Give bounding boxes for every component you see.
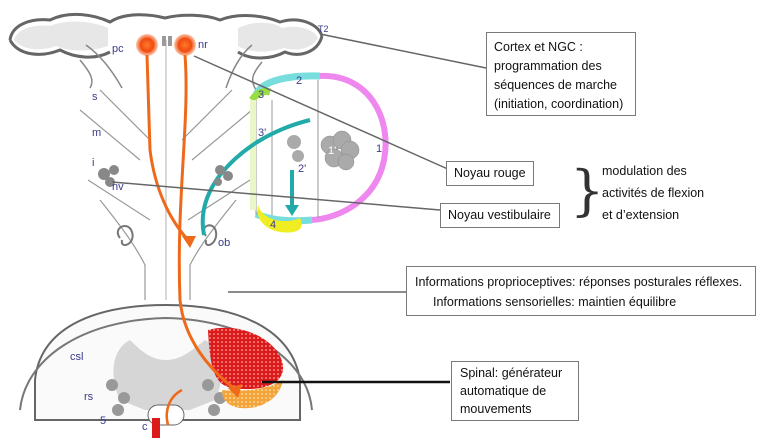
label-path-4: 4 xyxy=(270,219,276,231)
red-ventral-spot xyxy=(152,418,160,438)
nr-nucleus xyxy=(174,34,196,56)
cortex-inner-folds xyxy=(79,44,263,91)
modulation-line-2: activités de flexion xyxy=(602,186,705,200)
brainstem-lines xyxy=(79,89,253,300)
label-csl: csl xyxy=(70,351,83,363)
orange-path-branch-lower xyxy=(165,388,183,426)
label-path-1p: 1' xyxy=(328,145,336,157)
label-path-3p: 3' xyxy=(258,127,266,139)
informations-line-1: Informations proprioceptives: réponses p… xyxy=(415,275,743,289)
label-s: s xyxy=(92,91,98,103)
green-column xyxy=(250,100,256,210)
label-nr: nr xyxy=(198,39,208,51)
cortex-line-1: Cortex et NGC : xyxy=(494,40,583,54)
callout-informations: Informations proprioceptives: réponses p… xyxy=(406,266,756,316)
cortex-line-3: séquences de marche xyxy=(494,78,617,92)
green-pathway-3 xyxy=(249,88,271,103)
pc-nucleus xyxy=(136,34,158,56)
modulation-text: modulation des activités de flexion et d… xyxy=(602,160,704,226)
label-nv: nv xyxy=(112,181,124,193)
informations-line-2: Informations sensorielles: maintien équi… xyxy=(433,295,677,309)
label-path-3: 3 xyxy=(258,89,264,101)
label-path-2: 2 xyxy=(296,75,302,87)
callout-spinal: Spinal: générateur automatique de mouvem… xyxy=(451,361,579,421)
cortex-outline xyxy=(8,12,324,60)
label-rs: rs xyxy=(84,391,94,403)
red-lateral-area xyxy=(208,327,284,390)
label-pc: pc xyxy=(112,43,124,55)
spinal-line-1: Spinal: générateur xyxy=(460,366,563,380)
orange-path-branch xyxy=(145,54,190,242)
callout-noyau-vestibulaire: Noyau vestibulaire xyxy=(440,203,560,228)
brace-icon: } xyxy=(570,159,605,222)
label-m: m xyxy=(92,127,101,139)
noyau-rouge-text: Noyau rouge xyxy=(454,166,526,180)
label-t2: T2 xyxy=(318,24,329,34)
spinal-line-3: mouvements xyxy=(460,402,532,416)
orange-arrow-upper xyxy=(182,236,196,248)
callout-cortex: Cortex et NGC : programmation des séquen… xyxy=(486,32,636,116)
orange-path-main xyxy=(177,54,237,392)
pink-pathway-1 xyxy=(311,72,389,223)
label-ob: ob xyxy=(218,237,230,249)
cortex-line-4: (initiation, coordination) xyxy=(494,97,624,111)
label-5: 5 xyxy=(100,415,106,427)
label-path-2p: 2' xyxy=(298,163,306,175)
cortex-line-2: programmation des xyxy=(494,59,602,73)
grey-nucleus-1p xyxy=(320,130,360,171)
small-grey-nuclei xyxy=(162,36,172,46)
label-i: i xyxy=(92,157,94,169)
orange-arrow-lower xyxy=(228,384,242,398)
cortex-fill xyxy=(14,21,318,52)
spinal-line-2: automatique de xyxy=(460,384,547,398)
vestibular-nucleus xyxy=(98,165,233,187)
teal-arrow xyxy=(285,205,299,216)
connector-lines xyxy=(111,33,487,293)
modulation-line-1: modulation des xyxy=(602,164,687,178)
label-path-1: 1 xyxy=(376,143,382,155)
callout-noyau-rouge: Noyau rouge xyxy=(446,161,534,186)
yellow-pathway-4 xyxy=(257,205,302,233)
olive-right xyxy=(202,224,218,247)
olive-left xyxy=(116,225,134,247)
orange-ventral-area xyxy=(222,380,283,409)
grey-nucleus-2p xyxy=(287,135,304,162)
label-c: c xyxy=(142,421,148,433)
noyau-vestibulaire-text: Noyau vestibulaire xyxy=(448,208,551,222)
modulation-line-3: et d’extension xyxy=(602,208,680,222)
